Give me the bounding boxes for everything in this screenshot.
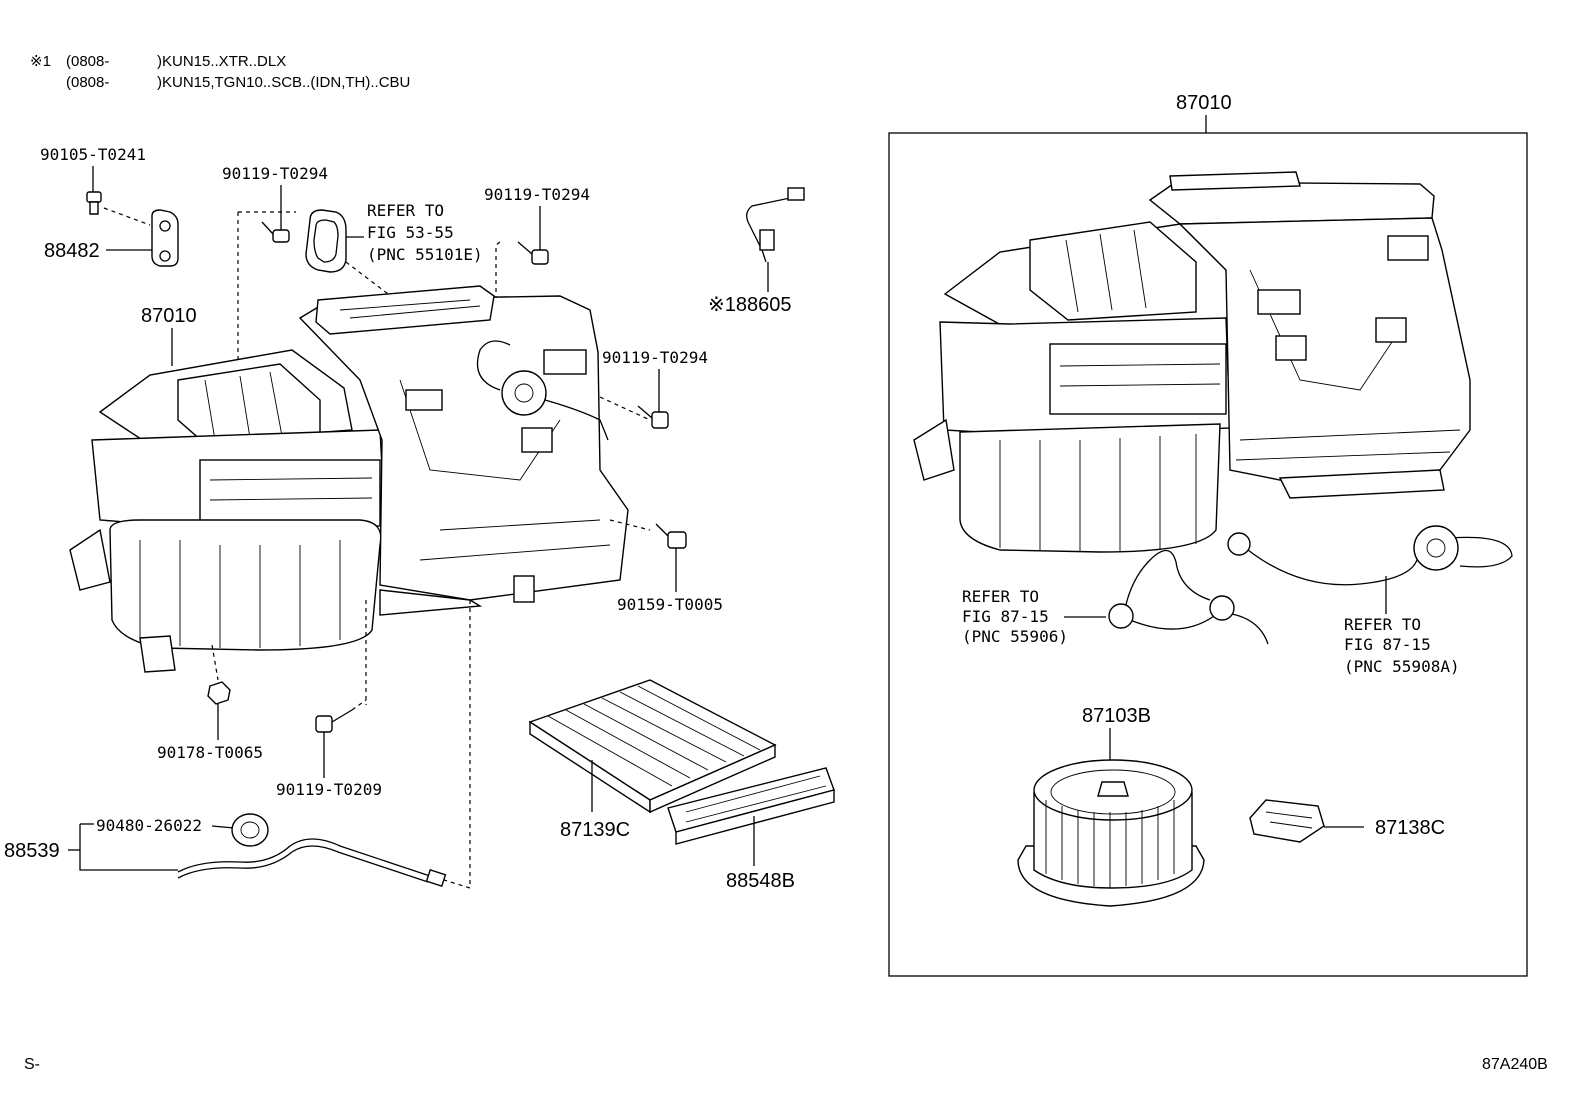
refer-53-55-line1: REFER TO	[367, 201, 444, 220]
label-90119-t0209: 90119-T0209	[276, 780, 382, 799]
assembly-87010-box[interactable]: 87010	[888, 92, 1528, 977]
harness-wire	[746, 197, 791, 263]
filter-87139c-callout[interactable]: 87139C	[528, 679, 777, 841]
nut-icon	[207, 681, 231, 705]
footer-code: 87A240B	[1482, 1056, 1548, 1073]
screw-90119-t0209-callout[interactable]: 90119-T0209	[276, 699, 382, 799]
resistor-icon	[1249, 799, 1325, 843]
hose-icon	[177, 838, 431, 877]
note-line2-models: )KUN15,TGN10..SCB..(IDN,TH)..CBU	[157, 74, 410, 91]
screw-90119-t0294-b-callout[interactable]: 90119-T0294	[484, 185, 590, 440]
label-87010-left: 87010	[141, 305, 197, 327]
label-87139c: 87139C	[560, 819, 630, 841]
screw-90119-t0294-a-callout[interactable]: 90119-T0294	[222, 164, 328, 500]
seal-refer-fig-53-55[interactable]: REFER TO FIG 53-55 (PNC 55101E)	[305, 201, 483, 301]
screw-c-icon	[651, 411, 669, 429]
refer-55908a-line2: FIG 87-15	[1344, 635, 1431, 654]
label-90105-t0241: 90105-T0241	[40, 145, 146, 164]
refer-53-55-line2: FIG 53-55	[367, 223, 454, 242]
harness-88605-callout[interactable]: ※188605	[708, 187, 805, 316]
label-87138c: 87138C	[1375, 817, 1445, 839]
screw-a-icon	[272, 229, 290, 243]
label-88548b: 88548B	[726, 870, 795, 892]
hvac-unit-right	[913, 171, 1471, 553]
bolt-90105-t0241-callout[interactable]: 90105-T0241	[40, 145, 151, 226]
note-mark: ※1	[30, 53, 51, 70]
refer-53-55-line3: (PNC 55101E)	[367, 245, 483, 264]
refer-55908a-line1: REFER TO	[1344, 615, 1421, 634]
footer-left: S-	[24, 1056, 40, 1073]
clip-88482-icon	[151, 209, 179, 267]
assembly-frame	[888, 132, 1528, 977]
bolt-90159-t0005-callout[interactable]: 90159-T0005	[617, 523, 723, 614]
note-line1-models: )KUN15..XTR..DLX	[157, 53, 286, 70]
label-88605: ※188605	[708, 294, 792, 316]
label-90119-t0294-b: 90119-T0294	[484, 185, 590, 204]
cover-88548b-callout[interactable]: 88548B	[667, 767, 835, 892]
label-90178-t0065: 90178-T0065	[157, 743, 263, 762]
hvac-unit-left[interactable]: 87010	[69, 285, 651, 889]
note-line1-date: (0808-	[66, 53, 109, 70]
label-88482: 88482	[44, 240, 100, 262]
connector-icon	[787, 187, 805, 201]
label-90480-26022: 90480-26022	[96, 816, 202, 835]
duct-top	[315, 285, 495, 335]
note-line2-date: (0808-	[66, 74, 109, 91]
actuator-55908a	[1227, 525, 1513, 586]
resistor-87138c-callout: 87138C	[1249, 799, 1445, 843]
grommet-icon	[231, 813, 269, 847]
part-88482-callout[interactable]: 88482	[44, 209, 179, 267]
blower-87103b-callout: 87103B	[1017, 705, 1205, 907]
servo-motor-icon	[501, 370, 547, 416]
refer-55906-line3: (PNC 55906)	[962, 627, 1068, 646]
label-90159-t0005: 90159-T0005	[617, 595, 723, 614]
screw-90119-t0294-c-callout[interactable]: 90119-T0294	[602, 348, 708, 429]
refer-55906-line2: FIG 87-15	[962, 607, 1049, 626]
bolt-90159-icon	[667, 531, 687, 549]
label-90119-t0294-c: 90119-T0294	[602, 348, 708, 367]
bolt-90105-icon	[86, 191, 102, 203]
drain-hose-88539-callout[interactable]: 90480-26022 88539	[4, 813, 447, 888]
screw-d-icon	[315, 715, 333, 733]
label-88539: 88539	[4, 840, 60, 862]
applicability-notes: ※1 (0808- )KUN15..XTR..DLX (0808- )KUN15…	[30, 53, 410, 91]
label-87103b: 87103B	[1082, 705, 1151, 727]
screw-b-icon	[531, 249, 549, 265]
nut-90178-t0065-callout[interactable]: 90178-T0065	[157, 681, 263, 762]
refer-55906-line1: REFER TO	[962, 587, 1039, 606]
seal-icon	[305, 209, 347, 273]
label-87010-box: 87010	[1176, 92, 1232, 114]
actuator-55906	[1108, 549, 1269, 645]
label-90119-t0294-a: 90119-T0294	[222, 164, 328, 183]
refer-55908a-line3: (PNC 55908A)	[1344, 657, 1460, 676]
